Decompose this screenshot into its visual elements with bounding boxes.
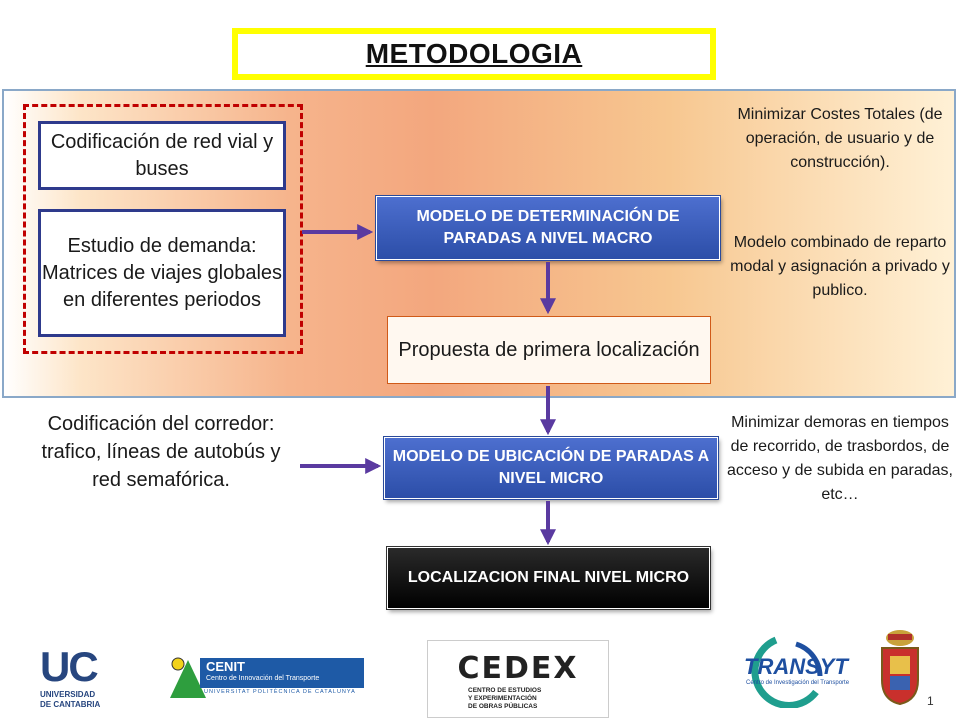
- final-location-box: LOCALIZACION FINAL NIVEL MICRO: [387, 547, 710, 609]
- final-location-text: LOCALIZACION FINAL NIVEL MICRO: [407, 569, 690, 586]
- slide-number: 1: [927, 694, 934, 708]
- cedex-line1: CENTRO DE ESTUDIOS: [468, 687, 542, 694]
- uc-logo-letters: UC: [40, 643, 99, 690]
- minimize-costs-note: Minimizar Costes Totales (de operación, …: [737, 106, 943, 171]
- micro-model-box: MODELO DE UBICACIÓN DE PARADAS A NIVEL M…: [384, 437, 718, 499]
- title-box: METODOLOGIA: [232, 28, 716, 80]
- cedex-logo: CEDEX CENTRO DE ESTUDIOS Y EXPERIMENTACI…: [427, 640, 609, 718]
- cedex-line2: Y EXPERIMENTACIÓN: [468, 695, 537, 702]
- transyt-ring-icon: [751, 636, 823, 708]
- road-network-coding-text: Codificación de red vial y buses: [50, 130, 274, 180]
- combined-model-note: Modelo combinado de reparto modal y asig…: [730, 234, 950, 299]
- cenit-bar: [200, 658, 364, 688]
- universidad-cantabria-logo: UC UNIVERSIDAD DE CANTABRIA: [40, 646, 120, 712]
- micro-model-text: MODELO DE UBICACIÓN DE PARADAS A NIVEL M…: [392, 448, 710, 487]
- cenit-logo: CENIT Centro de Innovación del Transport…: [168, 654, 368, 700]
- cenit-triangle-icon: [170, 657, 206, 698]
- cenit-subtitle: Centro de Innovación del Transporte: [206, 675, 320, 682]
- road-network-coding-box: Codificación de red vial y buses: [38, 121, 286, 190]
- uc-logo-line1: UNIVERSIDAD: [40, 690, 96, 699]
- cenit-name: CENIT: [206, 659, 245, 674]
- coat-of-arms-icon: [876, 628, 924, 708]
- first-location-proposal-box: Propuesta de primera localización: [387, 316, 711, 384]
- coat-of-arms-shield-icon: [881, 630, 919, 706]
- uc-logo-line2: DE CANTABRIA: [40, 700, 101, 709]
- cedex-name: CEDEX: [457, 651, 579, 686]
- cenit-upc: UNIVERSITAT POLITÈCNICA DE CATALUNYA: [204, 689, 356, 695]
- macro-model-box: MODELO DE DETERMINACIÓN DE PARADAS A NIV…: [376, 196, 720, 260]
- transyt-name: TRANSYT: [744, 654, 848, 679]
- input-group-dashed-frame: [23, 104, 303, 354]
- demand-study-box: Estudio de demanda: Matrices de viajes g…: [38, 209, 286, 337]
- corridor-coding-note: Codificación del corredor: trafico, líne…: [41, 413, 281, 491]
- demand-study-text: Estudio de demanda: Matrices de viajes g…: [41, 234, 283, 311]
- first-location-proposal-text: Propuesta de primera localización: [398, 338, 700, 361]
- cedex-line3: DE OBRAS PÚBLICAS: [468, 703, 538, 710]
- transyt-subtitle: Centro de Investigación del Transporte: [746, 680, 850, 686]
- transyt-logo: TRANSYT Centro de Investigación del Tran…: [716, 636, 849, 708]
- minimize-delays-note: Minimizar demoras en tiempos de recorrid…: [727, 414, 953, 503]
- slide-title: METODOLOGIA: [365, 38, 583, 69]
- macro-model-text: MODELO DE DETERMINACIÓN DE PARADAS A NIV…: [416, 208, 680, 247]
